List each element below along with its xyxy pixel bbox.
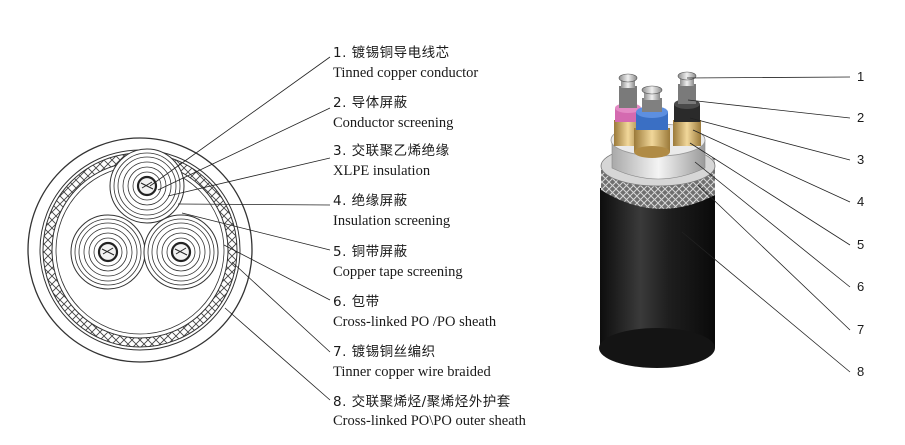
legend-3-en: XLPE insulation: [333, 163, 431, 179]
cable-3d: [599, 71, 716, 368]
leader-3d-4: [692, 129, 851, 203]
leader-3d-7: [697, 184, 851, 331]
legend-4-en: Insulation screening: [333, 213, 450, 229]
legend-7-zh: 7. 镀锡铜丝编织: [333, 343, 436, 360]
leader-line-6: [223, 244, 331, 301]
leader-line-4: [177, 203, 331, 206]
callout-number-4: 4: [857, 194, 864, 209]
core-right: [143, 214, 219, 290]
cable-3d-numbers: 1 2 3 4 5 6 7 8: [857, 69, 864, 379]
leader-3d-8: [681, 231, 851, 373]
callout-number-8: 8: [857, 364, 864, 379]
leader-3d-1: [686, 76, 851, 79]
leader-line-5: [181, 212, 331, 251]
legend-1-zh: 1. 镀锡铜导电线芯: [333, 44, 450, 61]
cross-section: [27, 137, 253, 363]
legend-4-zh: 4. 绝缘屏蔽: [333, 193, 408, 209]
legend-8-en: Cross-linked PO\PO outer sheath: [333, 413, 527, 429]
leader-3d-3: [689, 117, 851, 161]
leader-line-1: [149, 56, 331, 187]
legend-5-zh: 5. 铜带屏蔽: [333, 244, 408, 260]
callout-number-3: 3: [857, 152, 864, 167]
leader-line-2: [157, 107, 331, 191]
callout-number-6: 6: [857, 279, 864, 294]
legend-8-zh: 8. 交联聚烯烃/聚烯烃外护套: [333, 393, 511, 410]
core-black: [673, 71, 701, 146]
legend-5-en: Copper tape screening: [333, 264, 463, 280]
callout-number-2: 2: [857, 110, 864, 125]
core-blue: [634, 85, 670, 158]
leader-line-3: [167, 157, 331, 197]
cross-section-leaders: [149, 56, 331, 401]
callout-number-1: 1: [857, 69, 864, 84]
leader-3d-2: [687, 99, 851, 119]
cable-3d-leaders: [681, 76, 851, 373]
legend-2-en: Conductor screening: [333, 115, 453, 131]
legend-7-en: Tinner copper wire braided: [333, 364, 491, 380]
leader-line-8: [224, 307, 331, 401]
callout-number-5: 5: [857, 237, 864, 252]
legend-6-zh: 6. 包带: [333, 294, 380, 310]
core-left: [70, 214, 146, 290]
legend-2-zh: 2. 导体屏蔽: [333, 95, 408, 111]
legend-1-en: Tinned copper conductor: [333, 65, 478, 81]
leader-3d-5: [689, 142, 851, 246]
outer-sheath-body: [600, 188, 715, 365]
legend-6-en: Cross-linked PO /PO sheath: [333, 314, 497, 330]
legend: 1. 镀锡铜导电线芯 Tinned copper conductor 2. 导体…: [333, 44, 527, 429]
legend-3-zh: 3. 交联聚乙烯绝缘: [333, 142, 450, 159]
callout-number-7: 7: [857, 322, 864, 337]
core-top: [109, 148, 185, 224]
leader-line-7: [231, 261, 331, 353]
leader-3d-6: [694, 161, 851, 288]
